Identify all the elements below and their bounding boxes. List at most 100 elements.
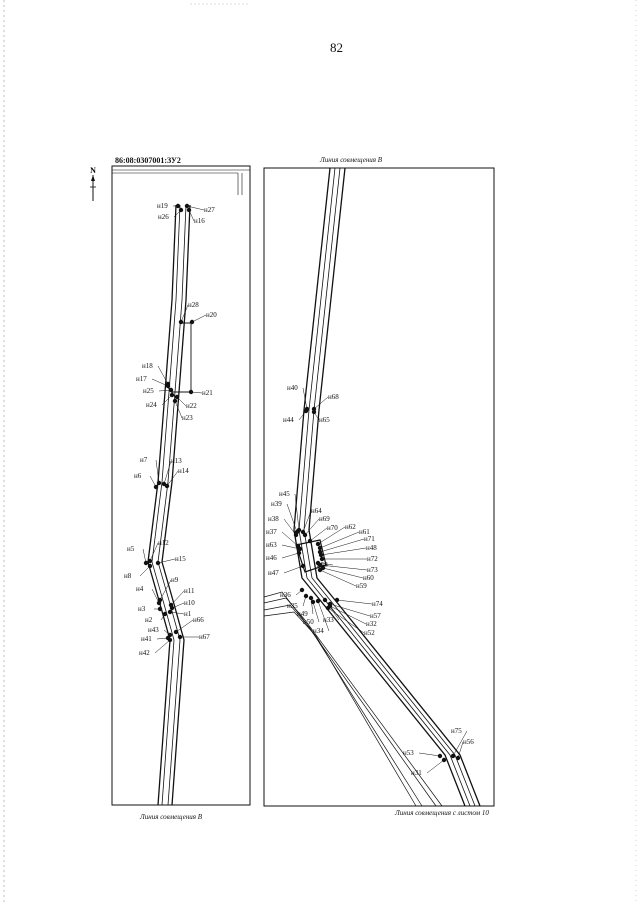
right-leader-н56 (457, 741, 464, 759)
parcel-code: 86:08:0307001:ЗУ2 (115, 156, 181, 165)
right-point-label: н31 (411, 769, 422, 777)
left-node-н42 (167, 637, 173, 643)
right-branch-lines (263, 591, 443, 807)
right-point-label: н56 (463, 738, 474, 746)
left-point-label: н66 (193, 616, 204, 624)
right-node-н50 (310, 599, 316, 605)
right-point-label: н73 (367, 566, 378, 574)
left-point-label: н67 (199, 633, 210, 641)
right-leader-н48 (320, 547, 367, 556)
left-leader-н4 (151, 588, 160, 604)
right-leader-н37 (281, 531, 299, 547)
left-point-markers (139, 203, 207, 654)
right-point-label: н74 (372, 600, 383, 608)
right-point-label: н34 (313, 627, 324, 635)
right-point-label: н52 (364, 629, 375, 637)
right-node-н62 (315, 541, 321, 547)
left-leader-н15 (157, 558, 176, 564)
page-number: 82 (330, 40, 343, 55)
right-leader-н74 (336, 599, 373, 605)
right-point-label: н53 (403, 749, 414, 757)
right-point-label: н63 (266, 541, 277, 549)
left-point-label: н5 (127, 545, 135, 553)
left-leader-н27 (186, 205, 205, 211)
left-point-label: н18 (142, 362, 153, 370)
left-node-н16 (186, 207, 192, 213)
right-point-label: н68 (328, 393, 339, 401)
north-label: N (90, 166, 96, 175)
right-leader-н45 (294, 493, 300, 531)
right-node-н61 (317, 545, 323, 551)
left-point-label: н13 (171, 457, 182, 465)
right-point-label: н69 (319, 515, 330, 523)
right-node-н72 (319, 556, 325, 562)
left-node-н7 (156, 480, 162, 486)
left-leader-н14 (166, 470, 179, 487)
right-node-н31 (441, 757, 447, 763)
right-leader-н31 (426, 759, 445, 774)
right-node-н38 (293, 532, 299, 538)
right-node-н69 (302, 532, 308, 538)
left-node-н28 (178, 319, 184, 325)
right-leader-н60 (322, 567, 364, 579)
right-leader-н73 (319, 564, 368, 571)
left-leader-н8 (139, 565, 151, 577)
right-leader-н59 (319, 569, 357, 587)
right-leader-н34 (317, 600, 330, 632)
left-point-label: н11 (184, 587, 195, 595)
left-node-н14 (164, 483, 170, 489)
left-point-label: н15 (175, 555, 186, 563)
left-leader-н18 (157, 365, 169, 385)
right-node-н36 (299, 587, 305, 593)
right-point-label: н47 (268, 569, 279, 577)
right-leader-н64 (302, 510, 312, 533)
right-point-label: н49 (297, 610, 308, 618)
right-point-label: н57 (370, 612, 381, 620)
left-point-label: н23 (182, 414, 193, 422)
right-leader-н61 (319, 531, 360, 549)
right-leader-н53 (418, 752, 441, 757)
right-node-н63 (297, 546, 303, 552)
left-point-label: н27 (204, 206, 215, 214)
right-point-label: н65 (319, 416, 330, 424)
right-leader-н52 (327, 607, 365, 634)
left-point-label: н6 (134, 472, 142, 480)
right-point-label: н36 (280, 591, 291, 599)
right-leader-н68 (313, 396, 329, 410)
right-point-label: н33 (323, 616, 334, 624)
right-node-н48 (318, 552, 324, 558)
left-point-label: н22 (186, 402, 197, 410)
left-point-label: н20 (206, 311, 217, 319)
right-node-н53 (437, 753, 443, 759)
left-point-label: н21 (202, 389, 213, 397)
right-leader-н50 (312, 601, 320, 623)
left-point-label: н43 (148, 626, 159, 634)
right-point-label: н61 (359, 528, 370, 536)
right-point-label: н58 (317, 561, 328, 569)
left-node-н10 (169, 605, 175, 611)
left-node-н24 (169, 392, 175, 398)
left-leader-н1 (169, 611, 185, 615)
right-leader-н40 (302, 387, 308, 410)
right-node-н46 (296, 550, 302, 556)
right-point-markers (281, 387, 468, 774)
left-node-н66 (173, 629, 179, 635)
right-leader-н62 (317, 526, 346, 545)
right-point-label: н35 (287, 602, 298, 610)
right-node-н52 (325, 605, 331, 611)
left-point-label: н24 (146, 401, 157, 409)
left-node-н1 (167, 609, 173, 615)
left-node-н15 (155, 560, 161, 566)
right-leader-н69 (304, 518, 320, 536)
right-point-label: н48 (366, 544, 377, 552)
right-leader-н57 (329, 603, 371, 617)
right-point-label: н32 (366, 620, 377, 628)
left-node-н5 (143, 560, 149, 566)
left-point-label: н42 (139, 649, 150, 657)
left-node-н26 (178, 207, 184, 213)
left-point-label: н25 (143, 387, 154, 395)
left-node-н19 (175, 203, 181, 209)
right-leader-н38 (283, 518, 297, 536)
